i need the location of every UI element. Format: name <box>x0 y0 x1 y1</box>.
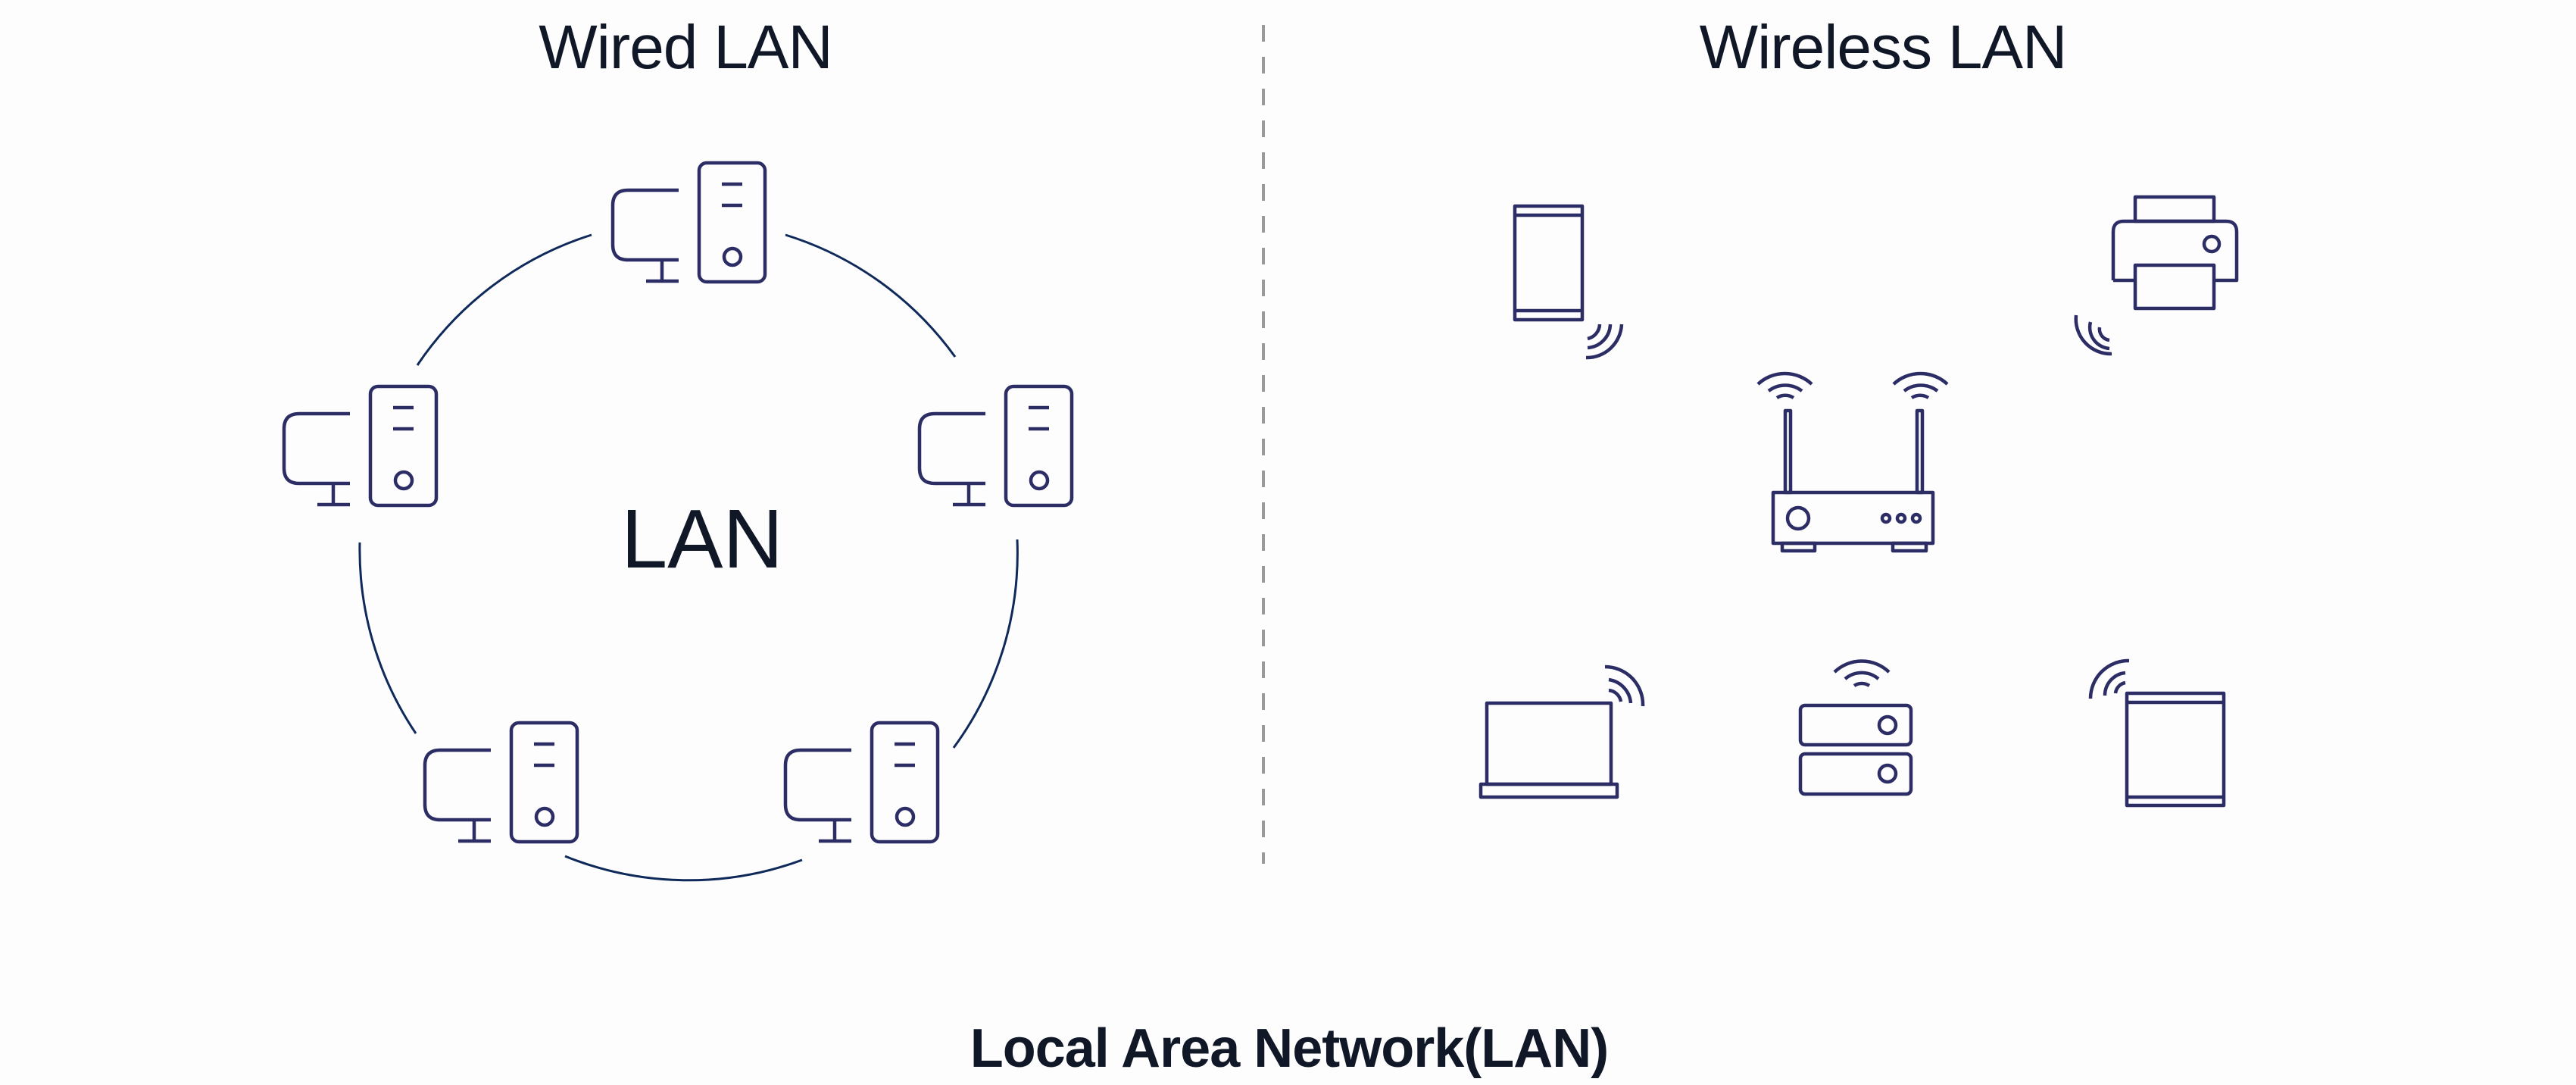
wireless-lan-title: Wireless LAN <box>1699 13 2068 82</box>
ring-arc-bottom <box>564 855 803 882</box>
desktop-computer-icon <box>284 386 436 505</box>
wifi-router-icon <box>1756 371 1949 553</box>
ring-arc-top-left <box>416 233 592 366</box>
tablet-icon <box>2088 658 2226 808</box>
ring-arc-top-right <box>785 233 957 358</box>
lan-center-label: LAN <box>621 492 783 586</box>
server-icon <box>1798 659 1913 796</box>
laptop-icon <box>1478 664 1645 799</box>
printer-icon <box>2074 195 2239 356</box>
ring-arc-left <box>358 542 417 734</box>
ring-arc-right <box>952 539 1019 749</box>
desktop-computer-icon <box>920 386 1072 505</box>
wired-lan-title: Wired LAN <box>539 13 832 82</box>
ring-connections <box>358 233 1019 882</box>
desktop-computer-icon <box>425 723 577 842</box>
desktop-computer-icon <box>785 723 938 842</box>
diagram-caption: Local Area Network(LAN) <box>970 1018 1609 1079</box>
wireless-devices <box>1478 195 2239 808</box>
smartphone-icon <box>1513 204 1624 360</box>
desktop-computer-icon <box>613 163 765 282</box>
